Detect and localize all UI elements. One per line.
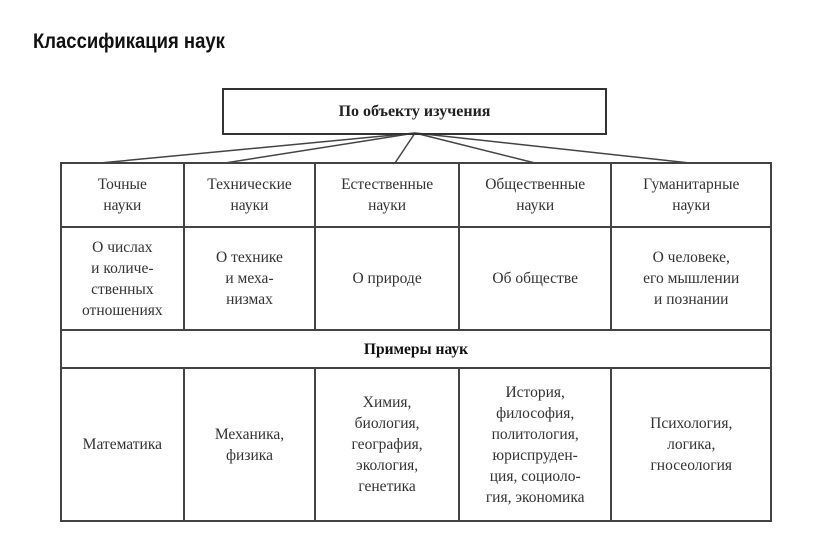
category-name: Точные науки	[60, 162, 185, 228]
classification-table: Точные науки Технические науки Естествен…	[60, 162, 772, 522]
category-name: Гуманитарные науки	[610, 162, 772, 228]
category-examples: Механика, физика	[182, 367, 317, 522]
category-object: О числах и количе- ственных отношениях	[60, 226, 185, 331]
page-title: Классификация наук	[33, 30, 225, 53]
category-name: Общественные науки	[457, 162, 613, 228]
category-object: О природе	[314, 226, 460, 331]
category-examples: Психология, логика, гносеология	[610, 367, 772, 522]
category-examples: Химия, биология, география, экология, ге…	[314, 367, 460, 522]
category-object: Об обществе	[457, 226, 613, 331]
category-examples: Математика	[60, 367, 185, 522]
connector-line	[394, 132, 416, 164]
category-object: О человеке, его мышлении и познании	[610, 226, 772, 331]
root-node: По объекту изучения	[222, 88, 607, 135]
category-name: Естественные науки	[314, 162, 460, 228]
connector-line	[414, 132, 691, 164]
examples-header: Примеры наук	[60, 329, 772, 369]
category-object: О технике и меха- низмах	[182, 226, 317, 331]
connector-line	[224, 132, 416, 164]
category-examples: История, философия, политология, юриспру…	[457, 367, 613, 522]
category-name: Технические науки	[182, 162, 317, 228]
connector-line	[414, 132, 536, 164]
connector-line	[99, 132, 416, 164]
